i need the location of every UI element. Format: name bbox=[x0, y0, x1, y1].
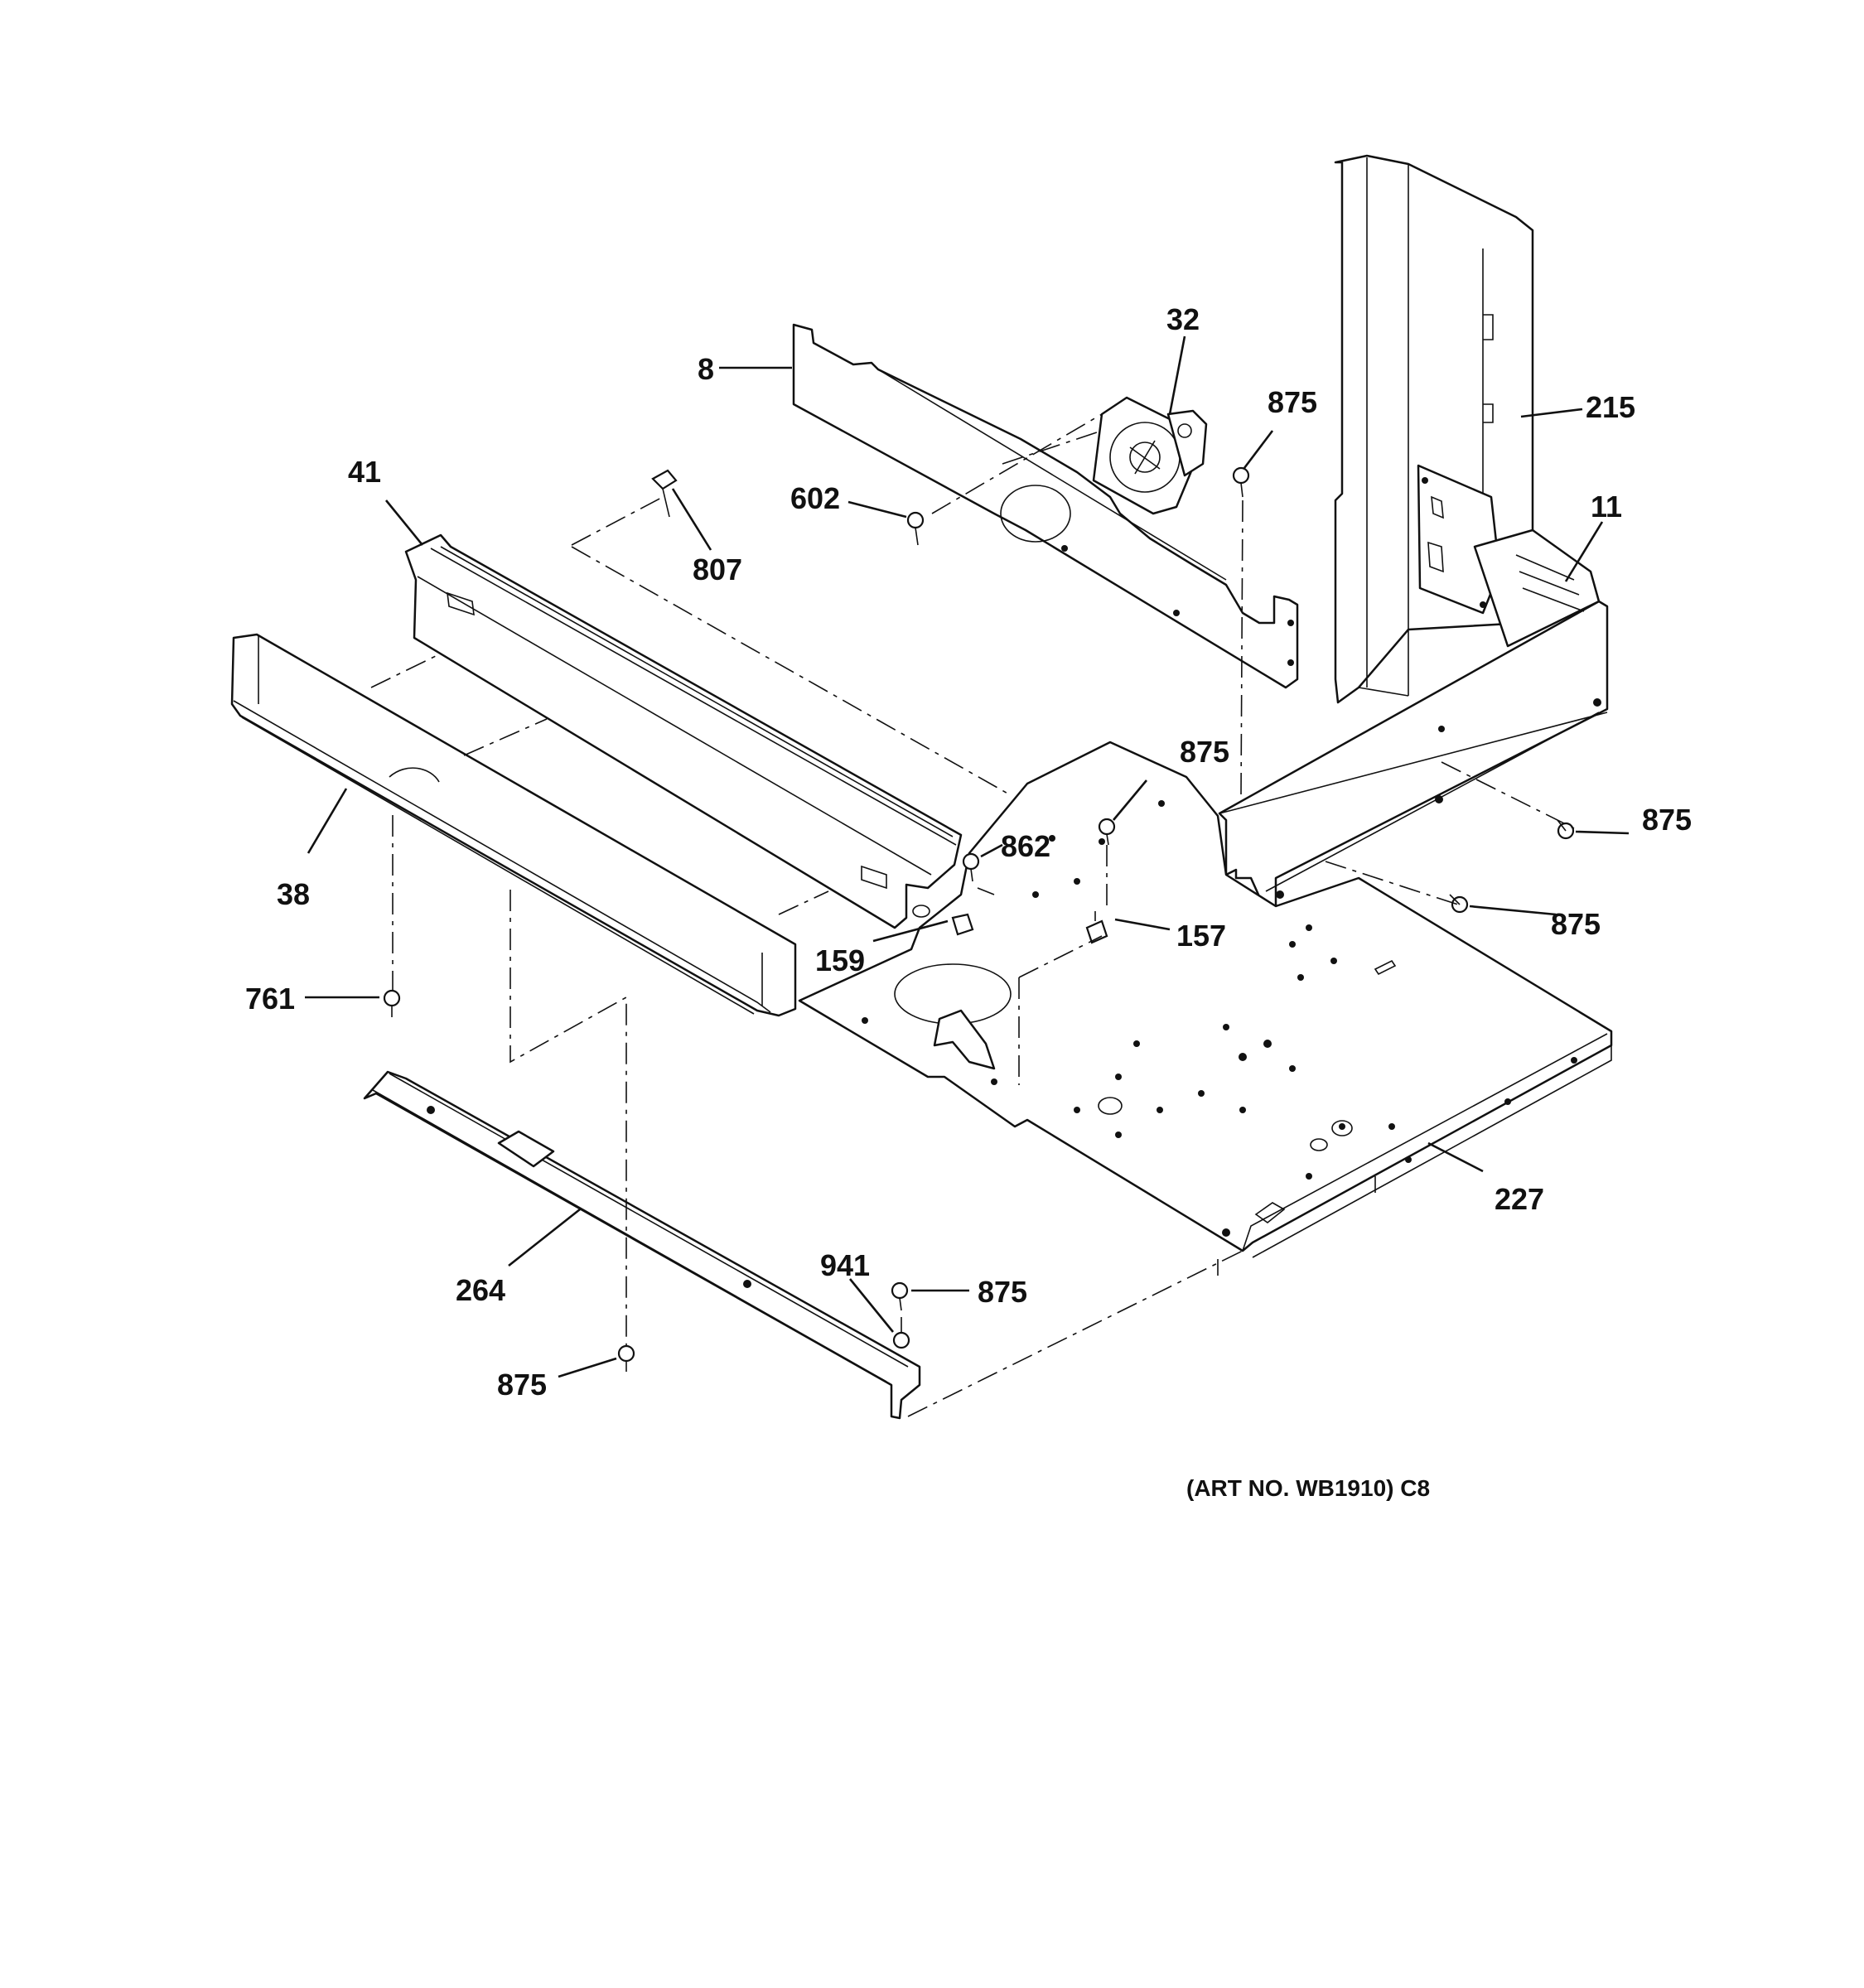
screw-807 bbox=[651, 469, 678, 518]
screw-875-right-b bbox=[1449, 894, 1469, 914]
label-941: 941 bbox=[820, 1248, 870, 1282]
label-32: 32 bbox=[1166, 302, 1200, 336]
label-38: 38 bbox=[277, 877, 310, 911]
label-157: 157 bbox=[1176, 919, 1226, 953]
sensor-159 bbox=[951, 913, 974, 936]
label-761: 761 bbox=[245, 982, 295, 1016]
label-8: 8 bbox=[698, 352, 714, 386]
label-602: 602 bbox=[790, 481, 840, 515]
part-38-front-trim bbox=[230, 633, 797, 1017]
label-875-e: 875 bbox=[497, 1368, 547, 1402]
label-215: 215 bbox=[1586, 390, 1635, 424]
label-11: 11 bbox=[1591, 490, 1622, 524]
screw-602 bbox=[906, 511, 925, 546]
label-862: 862 bbox=[1001, 829, 1050, 863]
part-41-inner-channel bbox=[404, 533, 963, 929]
leader-lines bbox=[305, 335, 1630, 1378]
label-264: 264 bbox=[456, 1273, 505, 1307]
screw-875-top bbox=[1232, 466, 1250, 498]
part-227-bottom-pan bbox=[798, 741, 1613, 1258]
part-8-back-panel bbox=[792, 323, 1299, 689]
label-875-top: 875 bbox=[1268, 385, 1317, 419]
grommet-ring bbox=[912, 905, 930, 918]
screw-761 bbox=[383, 989, 401, 1017]
part-labels: 8 32 875 215 41 602 807 11 875 862 875 3… bbox=[245, 302, 1692, 1402]
screw-875-right-a bbox=[1557, 819, 1575, 840]
washer-941 bbox=[892, 1331, 910, 1349]
label-875-d: 875 bbox=[978, 1275, 1027, 1309]
part-32-fan-motor bbox=[1092, 396, 1208, 515]
screw-875-mid bbox=[1098, 818, 1116, 846]
label-227: 227 bbox=[1495, 1182, 1544, 1216]
label-875-b: 875 bbox=[1642, 803, 1692, 837]
screw-875-bottom-left bbox=[617, 1344, 635, 1372]
label-875-a: 875 bbox=[1180, 735, 1229, 769]
sensor-157 bbox=[1085, 911, 1108, 944]
assembly-lines bbox=[370, 413, 1575, 1417]
label-41: 41 bbox=[348, 455, 381, 489]
screw-875-bottom-right bbox=[891, 1281, 909, 1311]
part-264-front-rail bbox=[363, 1070, 921, 1420]
label-875-c: 875 bbox=[1551, 907, 1601, 941]
label-807: 807 bbox=[693, 552, 742, 586]
screw-862 bbox=[962, 852, 980, 882]
label-159: 159 bbox=[815, 943, 865, 977]
art-number-caption: (ART NO. WB1910) C8 bbox=[1186, 1475, 1430, 1501]
